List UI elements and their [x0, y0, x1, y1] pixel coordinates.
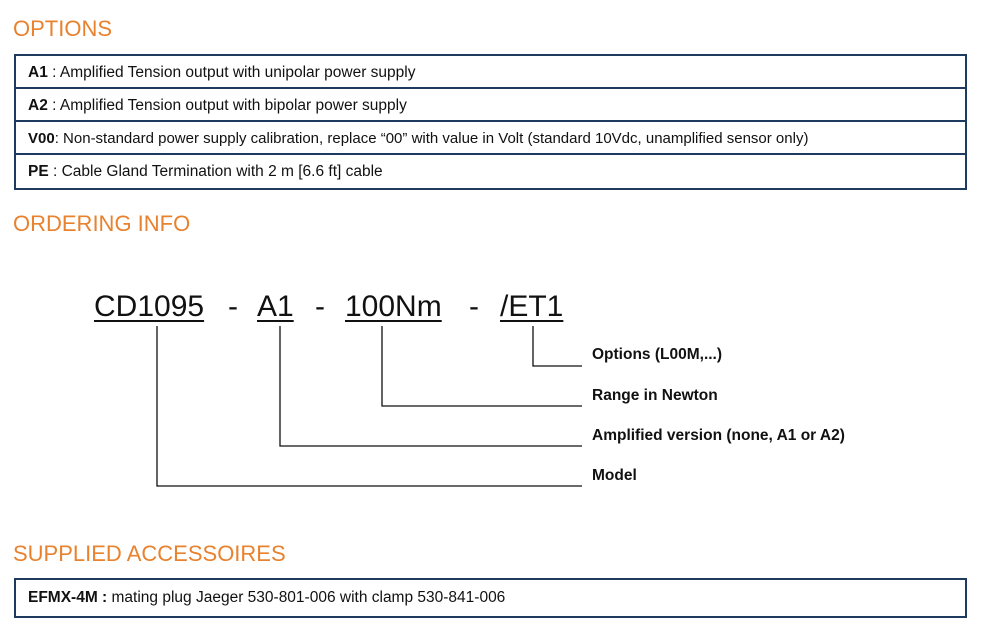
options-table: A1 : Amplified Tension output with unipo…	[14, 54, 967, 190]
code-range: 100Nm	[345, 290, 442, 323]
code-amp: A1	[257, 290, 294, 323]
code-options: /ET1	[500, 290, 564, 323]
option-row-v00: V00: Non-standard power supply calibrati…	[16, 122, 965, 155]
options-heading: OPTIONS	[13, 16, 113, 41]
option-code: A2	[28, 97, 48, 114]
option-text: Amplified Tension output with unipolar p…	[59, 64, 416, 81]
accessories-heading: SUPPLIED ACCESSOIRES	[13, 541, 286, 566]
option-row-pe: PE : Cable Gland Termination with 2 m [6…	[16, 155, 965, 188]
accessory-row: EFMX-4M : mating plug Jaeger 530-801-006…	[16, 580, 965, 616]
code-dash: -	[315, 290, 325, 323]
accessories-table: EFMX-4M : mating plug Jaeger 530-801-006…	[14, 578, 967, 618]
option-text: Amplified Tension output with bipolar po…	[59, 97, 407, 114]
label-model: Model	[592, 467, 637, 484]
accessory-code: EFMX-4M :	[28, 589, 108, 606]
amp-line	[279, 326, 582, 447]
accessory-text: mating plug Jaeger 530-801-006 with clam…	[107, 589, 506, 606]
option-row-a2: A2 : Amplified Tension output with bipol…	[16, 89, 965, 122]
code-dash: -	[469, 290, 479, 323]
ordering-heading: ORDERING INFO	[13, 211, 191, 236]
option-code: V00	[28, 130, 55, 147]
options-line	[532, 326, 582, 367]
separator: :	[47, 97, 60, 114]
option-code: PE	[28, 163, 49, 180]
option-text: Cable Gland Termination with 2 m [6.6 ft…	[61, 163, 383, 180]
separator: :	[54, 130, 64, 147]
option-text: Non-standard power supply calibration, r…	[63, 130, 809, 147]
separator: :	[48, 163, 62, 180]
model-line	[156, 326, 582, 487]
separator: :	[47, 64, 60, 81]
option-row-a1: A1 : Amplified Tension output with unipo…	[16, 56, 965, 89]
code-model: CD1095	[94, 290, 205, 323]
label-range: Range in Newton	[592, 387, 718, 404]
code-dash: -	[228, 290, 238, 323]
label-amp: Amplified version (none, A1 or A2)	[592, 427, 845, 444]
option-code: A1	[28, 64, 48, 81]
range-line	[381, 326, 582, 407]
label-options: Options (L00M,...)	[592, 346, 723, 363]
